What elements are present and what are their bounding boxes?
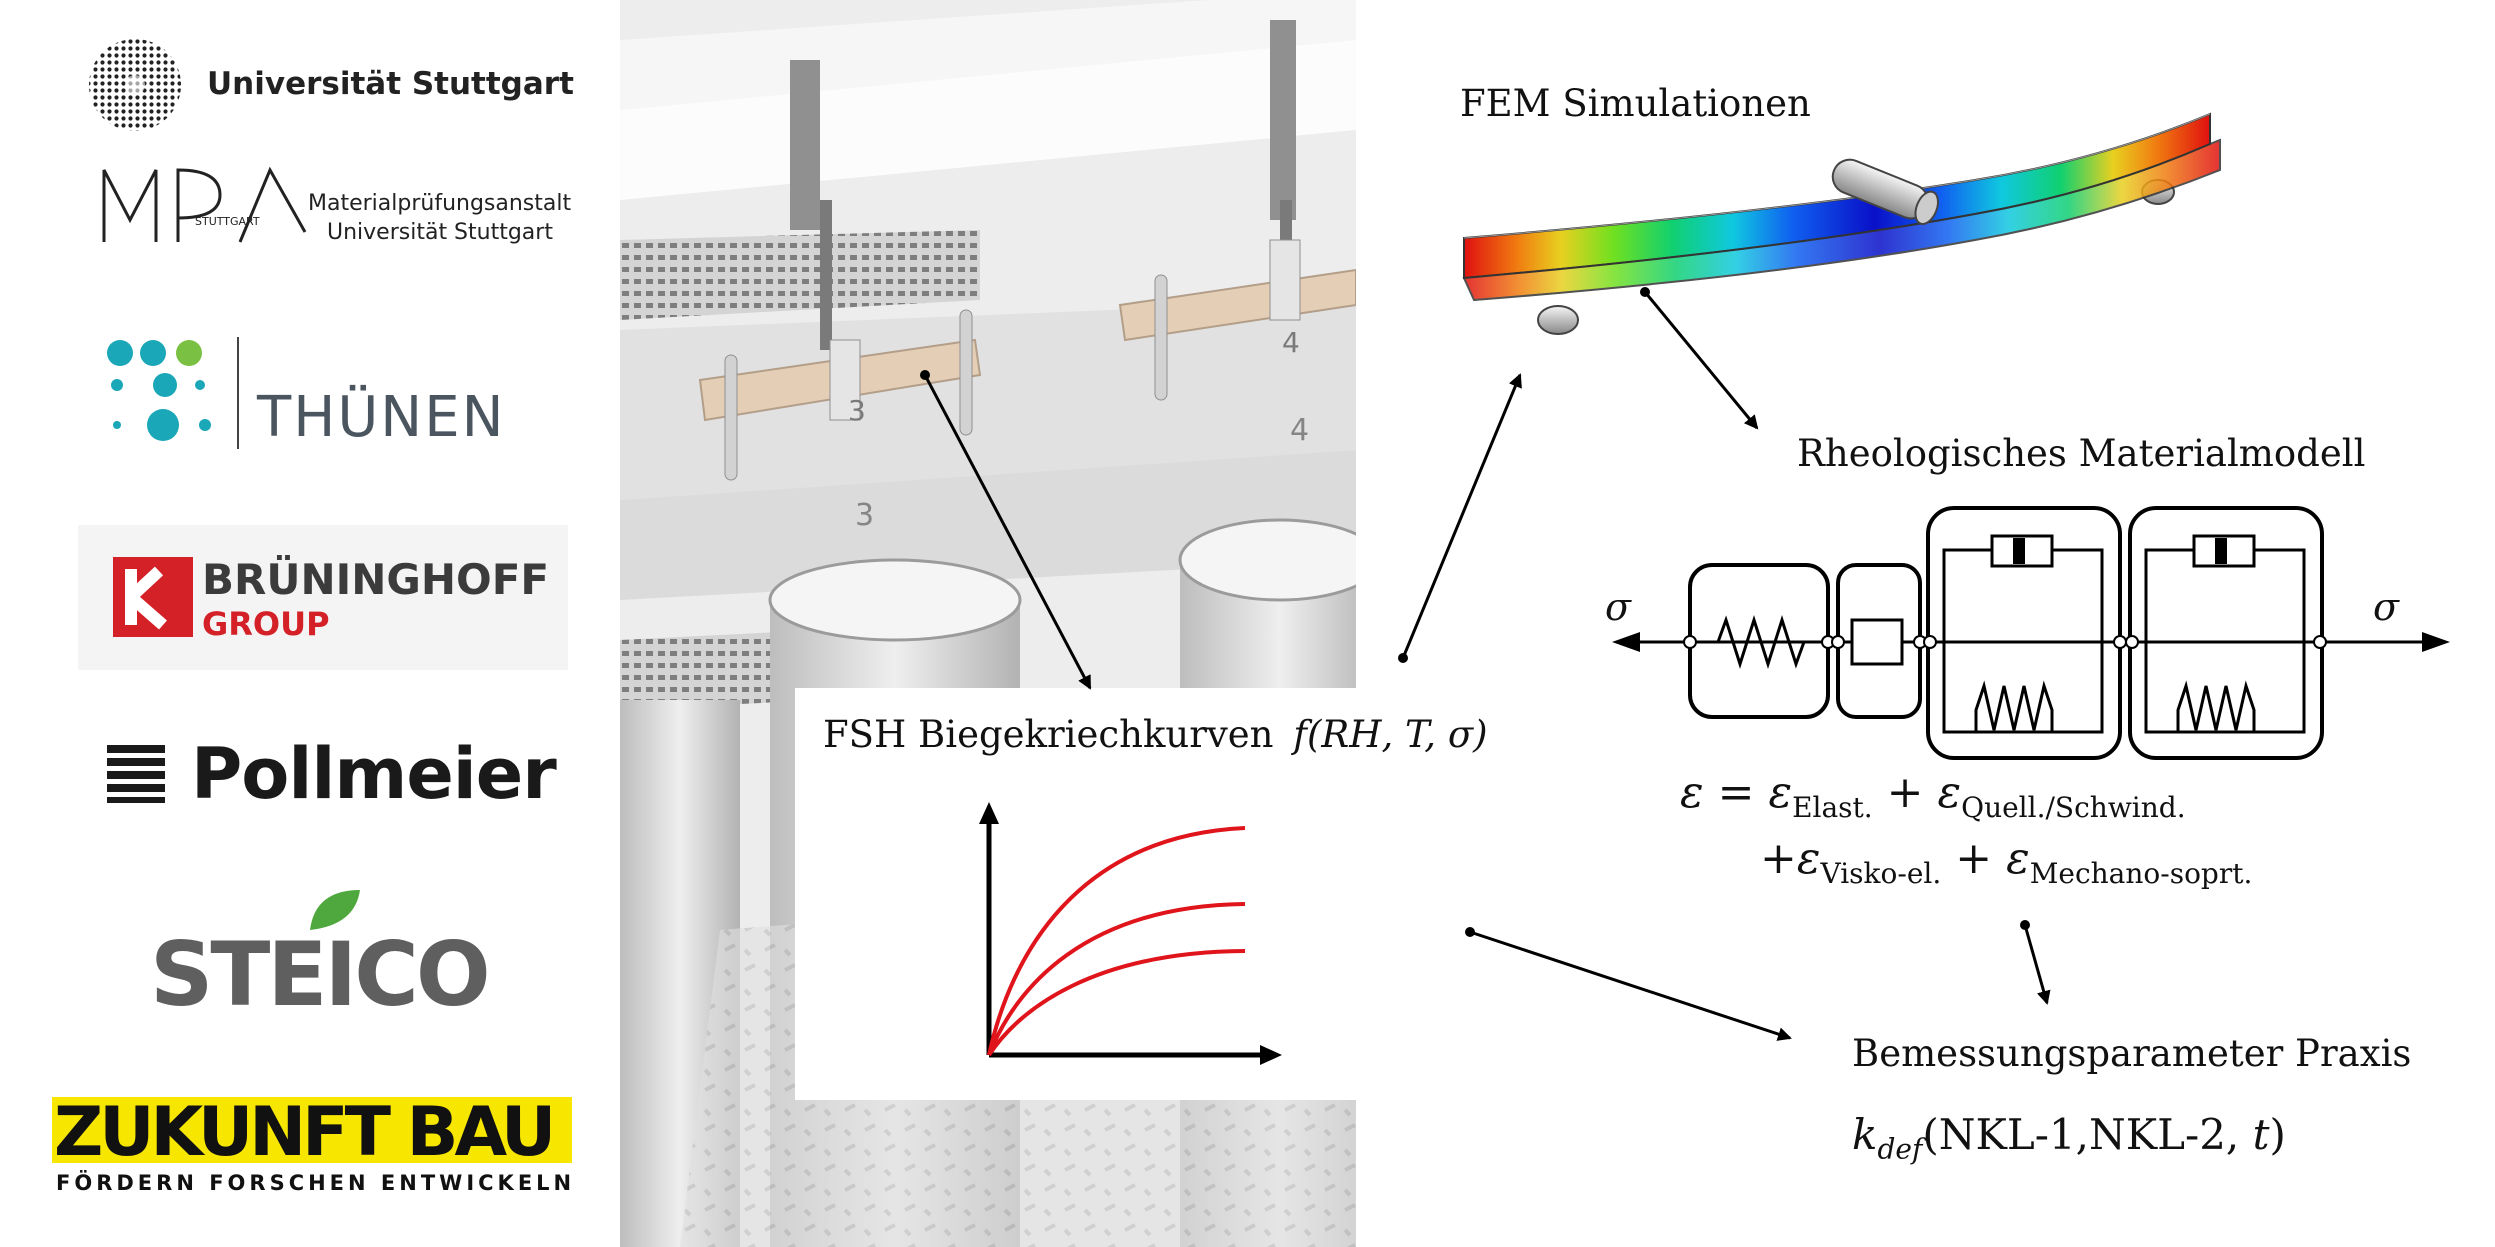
creep-title: FSH Biegekriechkurven f(RH, T, σ): [823, 713, 1488, 756]
rig-label-3b: 3: [855, 498, 874, 533]
eq-eps-visko: +ε: [1760, 833, 1821, 884]
strain-equation-line2: +εVisko-el. + εMechano-soprt.: [1760, 833, 2252, 890]
mpa-logo: STUTTGART Materialprüfungsanstalt Univer…: [100, 160, 571, 250]
uni-stuttgart-dot-icon: [89, 39, 181, 131]
creep-curve-1: [987, 826, 1246, 1056]
zukunft-bau-bar: [52, 1097, 572, 1163]
mpa-line1: Materialprüfungsanstalt: [308, 191, 572, 216]
pollmeier-text: Pollmeier: [191, 733, 557, 815]
rig-label-3a: 3: [848, 394, 866, 427]
eq-sub-quell: Quell./Schwind.: [1961, 790, 2186, 824]
kdef-formula: kdef(NKL-1,NKL-2, t): [1852, 1110, 2286, 1165]
eq-eps-total: ε = ε: [1680, 767, 1793, 818]
thuenen-text: THÜNEN: [257, 385, 506, 450]
kdef-sub: def: [1877, 1132, 1923, 1166]
mpa-line2: Universität Stuttgart: [327, 220, 553, 245]
kdef-close: ): [2269, 1110, 2286, 1159]
creep-title-text: FSH Biegekriechkurven: [823, 713, 1274, 756]
eq-sub-visko: Visko-el.: [1820, 856, 1942, 890]
eq-sub-mech: Mechano-soprt.: [2029, 856, 2253, 890]
steico-text: STEICO: [150, 923, 491, 1026]
mpa-small-text: STUTTGART: [195, 215, 260, 228]
rig-label-4b: 4: [1290, 413, 1309, 448]
sigma-right: σ: [2373, 585, 2399, 629]
thuenen-logo: THÜNEN: [105, 335, 525, 455]
visco-elastic-element: [1926, 506, 2122, 760]
fem-title: FEM Simulationen: [1460, 82, 1811, 125]
kdef-k: k: [1852, 1110, 1878, 1159]
creep-curve-chart: [979, 802, 1282, 1065]
creep-curve-2: [987, 902, 1246, 1056]
thuenen-dots-icon: [107, 340, 211, 441]
brueninghoff-b-icon: [113, 557, 193, 637]
zukunft-bau-logo: ZUKUNFT BAU FÖRDERN FORSCHEN ENTWICKELN: [52, 1093, 576, 1207]
zukunft-bau-sub: FÖRDERN FORSCHEN ENTWICKELN: [56, 1171, 576, 1195]
pollmeier-logo: Pollmeier: [105, 733, 557, 815]
creep-func: f(RH, T, σ): [1293, 713, 1488, 756]
steico-logo: STEICO: [150, 885, 491, 1026]
rheo-title: Rheologisches Materialmodell: [1797, 432, 2366, 475]
thuenen-divider: [237, 337, 239, 449]
arrow-creep-to-design: [1465, 927, 1792, 1041]
fem-beam: [1462, 112, 2221, 335]
rig-label-4a: 4: [1282, 326, 1300, 359]
brueninghoff-text: BRÜNINGHOFF: [202, 555, 550, 604]
kdef-args: (NKL-1,NKL-2,: [1922, 1110, 2240, 1159]
mpa-mark-icon: [102, 166, 307, 243]
arrow-equation-to-design: [2020, 920, 2051, 1005]
uni-stuttgart-text: Universität Stuttgart: [207, 66, 574, 102]
pollmeier-bars-icon: [107, 745, 165, 803]
sigma-left: σ: [1605, 585, 1631, 629]
arrow-creep-to-fem: [1398, 373, 1522, 663]
strain-equation-line1: ε = εElast. + εQuell./Schwind.: [1680, 767, 2186, 824]
design-title: Bemessungsparameter Praxis: [1852, 1032, 2412, 1075]
eq-plus-1: + ε: [1872, 767, 1962, 818]
brueninghoff-group-text: GROUP: [202, 605, 330, 643]
eq-sub-elast: Elast.: [1792, 790, 1873, 824]
creep-curve-panel: FSH Biegekriechkurven f(RH, T, σ): [795, 688, 1488, 1100]
brueninghoff-logo: BRÜNINGHOFF GROUP: [78, 525, 568, 670]
rheo-model-diagram: [1612, 506, 2450, 760]
kdef-t: t: [2239, 1110, 2270, 1159]
steico-leaf-icon: [310, 890, 360, 930]
uni-stuttgart-logo: Universität Stuttgart: [85, 38, 574, 133]
zukunft-bau-text: ZUKUNFT BAU: [54, 1093, 556, 1172]
eq-plus-2: + ε: [1941, 833, 2030, 884]
creep-curve-3: [987, 949, 1246, 1057]
mechano-sorptive-element: [2128, 506, 2324, 760]
